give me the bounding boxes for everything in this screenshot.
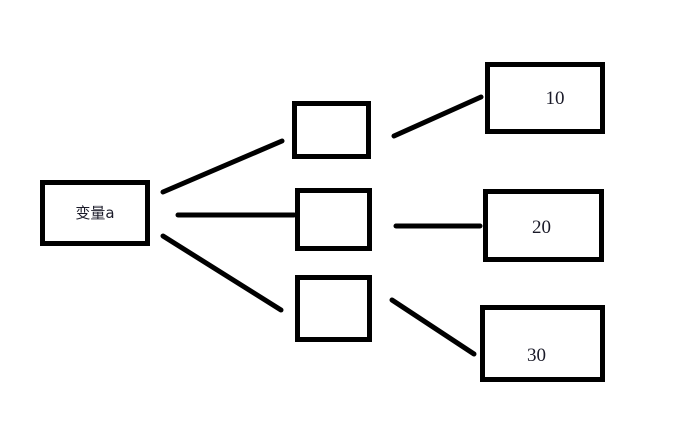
variable-box-label: 变量a [75,203,115,222]
connector-variable-to-ref-top [160,138,285,195]
reference-box-bottom [295,275,372,342]
value-box-30: 30 [480,305,605,382]
reference-box-middle [295,188,372,251]
value-box-30-label: 30 [527,345,546,366]
reference-box-top [292,101,371,159]
connector-ref-bottom-to-value-30 [389,297,477,357]
value-box-20-label: 20 [532,217,551,238]
value-box-20: 20 [483,189,604,262]
variable-box: 变量a [40,180,150,246]
value-box-10: 10 [485,62,605,134]
connector-variable-to-ref-bottom [160,233,284,313]
connector-ref-top-to-value-10 [391,94,484,139]
value-box-10-label: 10 [545,87,565,109]
